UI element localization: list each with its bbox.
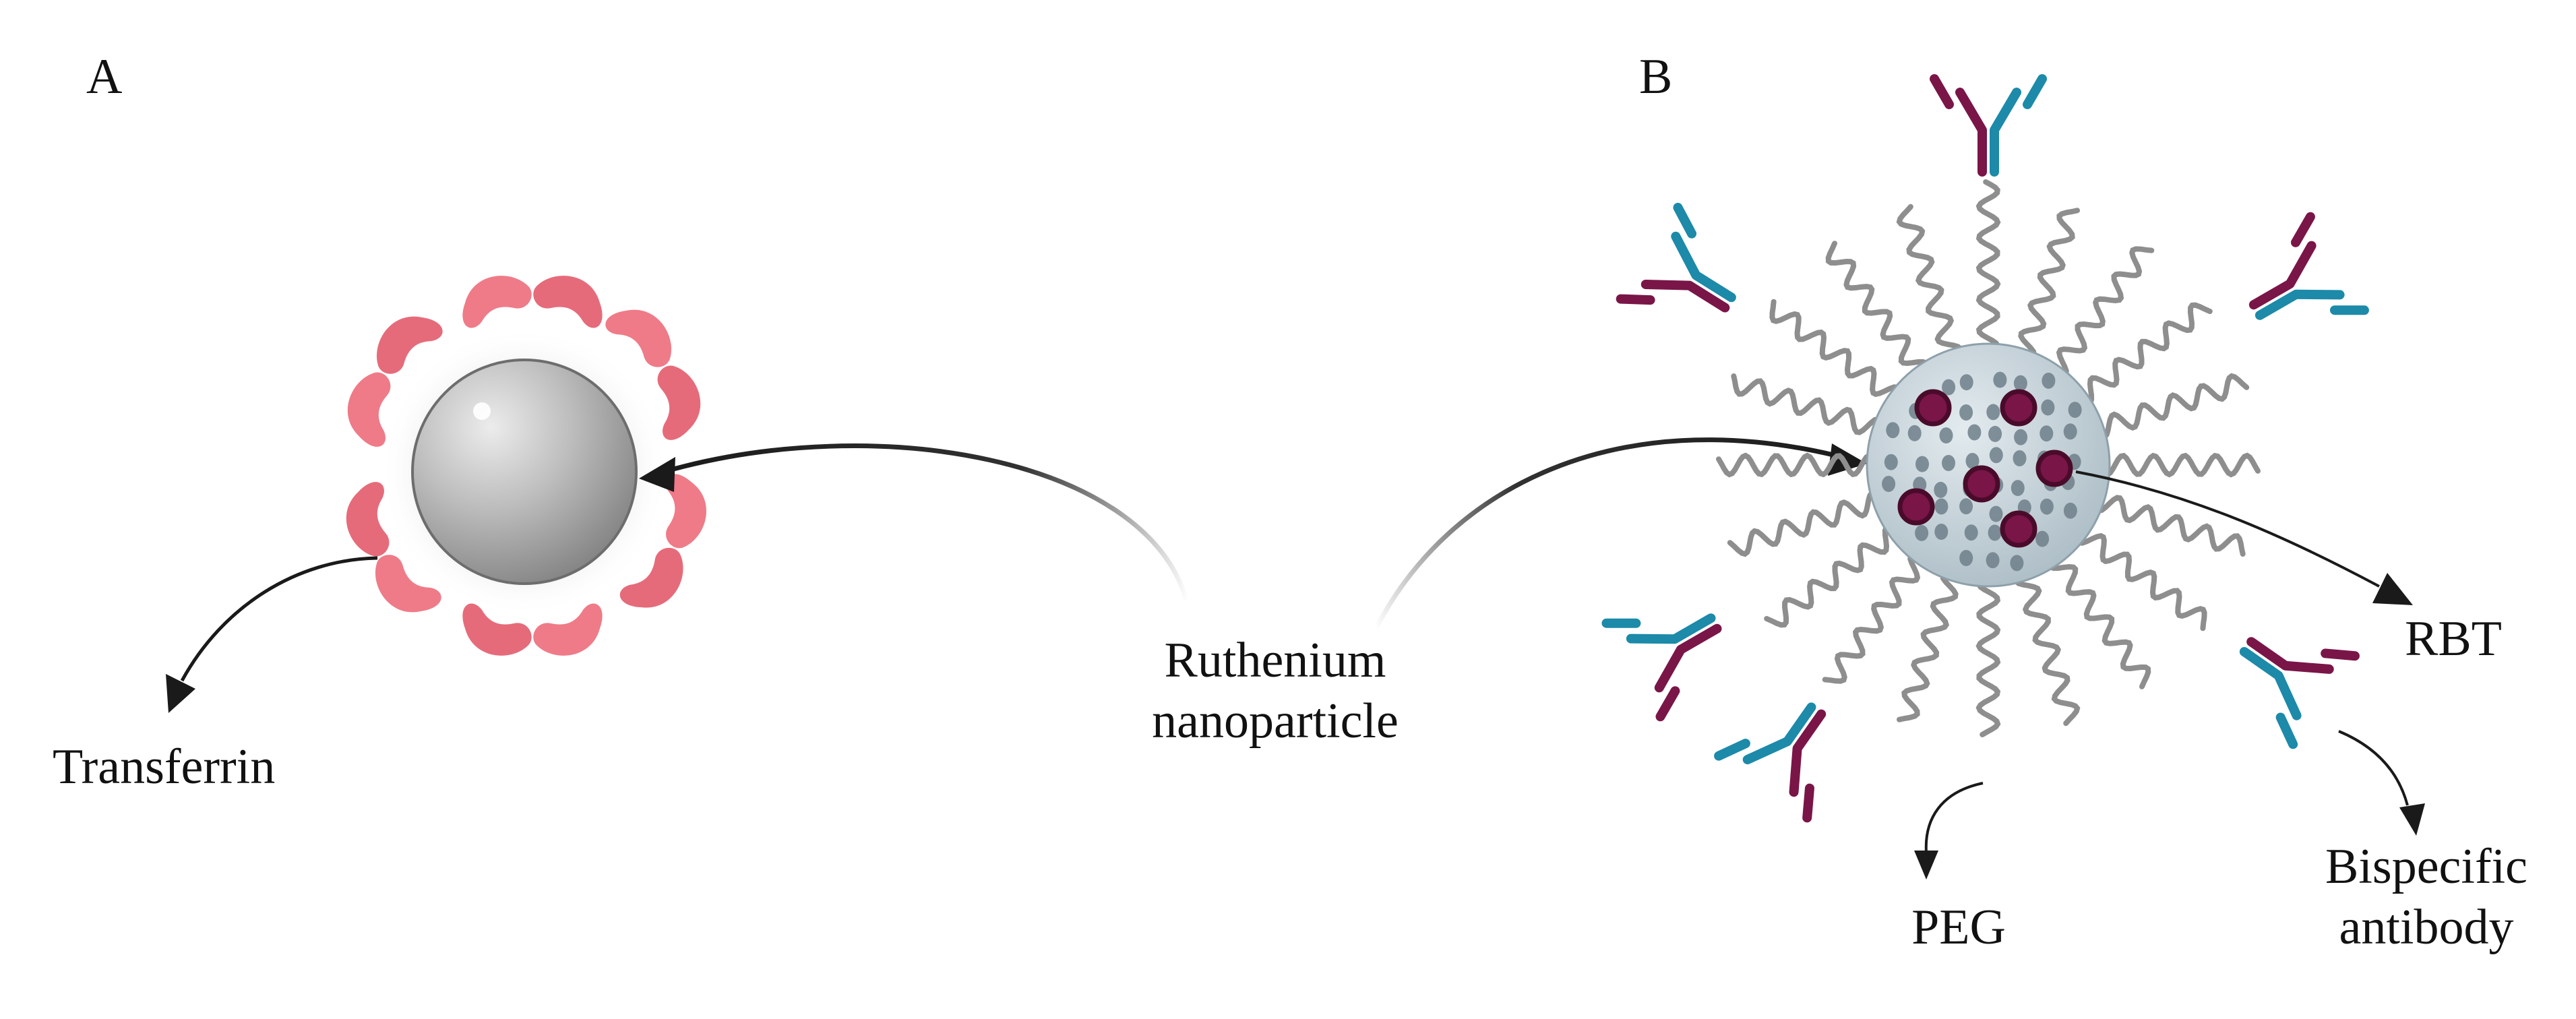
antibody-icon	[2217, 603, 2355, 744]
ruthenium-core-b	[1866, 342, 2111, 588]
core-pore	[1989, 447, 2003, 464]
peg-chain	[2013, 567, 2081, 727]
core-pore	[1959, 550, 1973, 566]
peg-chain	[1727, 490, 1886, 557]
core-pore	[2013, 450, 2027, 466]
core-pore	[1959, 404, 1973, 421]
ruthenium-arrow-right	[1372, 437, 1834, 631]
core-pore	[1934, 481, 1948, 498]
panel-label-a: A	[86, 49, 122, 104]
core-pore	[2013, 375, 2027, 392]
core-pore	[1959, 374, 1973, 391]
core-pore	[1934, 524, 1949, 540]
ruthenium-arrow-left-head	[639, 457, 675, 492]
peg-chain	[1764, 524, 1901, 628]
core-pore	[1993, 371, 2007, 388]
peg-chain	[1897, 567, 1959, 722]
antibody-icon	[1621, 208, 1757, 348]
ruthenium-arrow-left	[663, 443, 1189, 600]
antibody-icon	[1719, 680, 1860, 818]
peg-label: PEG	[1911, 900, 2006, 955]
peg-chain	[2051, 246, 2155, 379]
peg-arrow	[1924, 782, 1984, 853]
transferrin-nanoparticle	[332, 276, 718, 656]
peg-chain	[1825, 241, 1930, 378]
core-pore	[1986, 552, 2000, 569]
transferrin-label: Transferrin	[53, 739, 275, 795]
peg-chain	[2018, 208, 2080, 363]
core-pore	[1965, 453, 1980, 469]
peg-chain	[2091, 373, 2250, 440]
core-pore	[2063, 423, 2077, 440]
antibody-icon	[1934, 79, 2042, 172]
ruthenium-label-line2: nanoparticle	[1152, 693, 1399, 749]
core-pore	[1939, 427, 1953, 444]
core-pore	[1934, 498, 1949, 515]
peg-chain	[2075, 528, 2207, 631]
peg-chain	[2047, 552, 2151, 689]
core-pore	[1942, 455, 1955, 471]
peg-chain	[2091, 495, 2246, 557]
core-pore	[1882, 476, 1896, 492]
ruthenium-sphere-a	[411, 359, 638, 585]
bispecific-arrow	[2338, 730, 2409, 806]
peg-chain	[1896, 204, 1963, 363]
core-pore	[2011, 480, 2025, 497]
core-pore	[2063, 502, 2077, 519]
peg-chain	[1822, 551, 1926, 684]
peg-chain	[1731, 373, 1886, 435]
core-pore	[2042, 372, 2056, 389]
core-pore	[1986, 404, 2000, 421]
core-pore	[1988, 524, 2002, 541]
transferrin-arrow-head	[166, 674, 195, 713]
core-pore	[2041, 399, 2055, 416]
core-pore	[2040, 498, 2054, 515]
core-pore	[1907, 425, 1922, 441]
core-pore	[1989, 505, 2003, 522]
core-pore	[1967, 424, 1982, 441]
core-pore	[1959, 498, 1973, 515]
rbt-arrow-head	[2372, 573, 2413, 605]
peg-chain	[1769, 299, 1902, 402]
peg-chain	[2097, 452, 2261, 478]
core-pore	[1886, 422, 1900, 439]
bispecific-label-line2: antibody	[2339, 900, 2514, 955]
core-pore	[2035, 530, 2050, 547]
core-pore	[1942, 379, 1956, 396]
peg-chains	[1716, 179, 2261, 737]
core-pore	[2014, 429, 2028, 445]
core-pore	[1915, 456, 1929, 472]
core-pore	[2010, 555, 2024, 572]
core-pore	[1964, 524, 1978, 541]
ruthenium-arrow-right-head	[1828, 443, 1867, 476]
peg-chain	[2075, 302, 2213, 406]
bispecific-label-line1: Bispecific	[2325, 839, 2527, 894]
rbt-label: RBT	[2405, 611, 2502, 667]
core-pore	[1884, 454, 1898, 470]
peg-chain	[1975, 574, 2001, 737]
peg-arrow-head	[1914, 851, 1938, 879]
antibody-icon	[1606, 577, 1741, 717]
core-pore	[1915, 524, 1929, 541]
peg-chain	[1975, 179, 2001, 357]
rbt-arrow	[2075, 470, 2380, 588]
panel-label-b: B	[1639, 49, 1672, 104]
antibody-icon	[2230, 217, 2364, 357]
core-pore	[2040, 425, 2054, 442]
transferrin-arrow	[180, 556, 378, 682]
core-pore	[2068, 402, 2082, 419]
peg-chain	[1716, 452, 1880, 478]
core-pore	[1988, 425, 2002, 442]
rbt-drug-molecules	[1897, 389, 2073, 548]
ruthenium-label-line1: Ruthenium	[1165, 633, 1386, 688]
bispecific-arrow-head	[2399, 803, 2425, 836]
ruthenium-nanoparticle-label: Ruthenium nanoparticle	[1152, 633, 1399, 749]
